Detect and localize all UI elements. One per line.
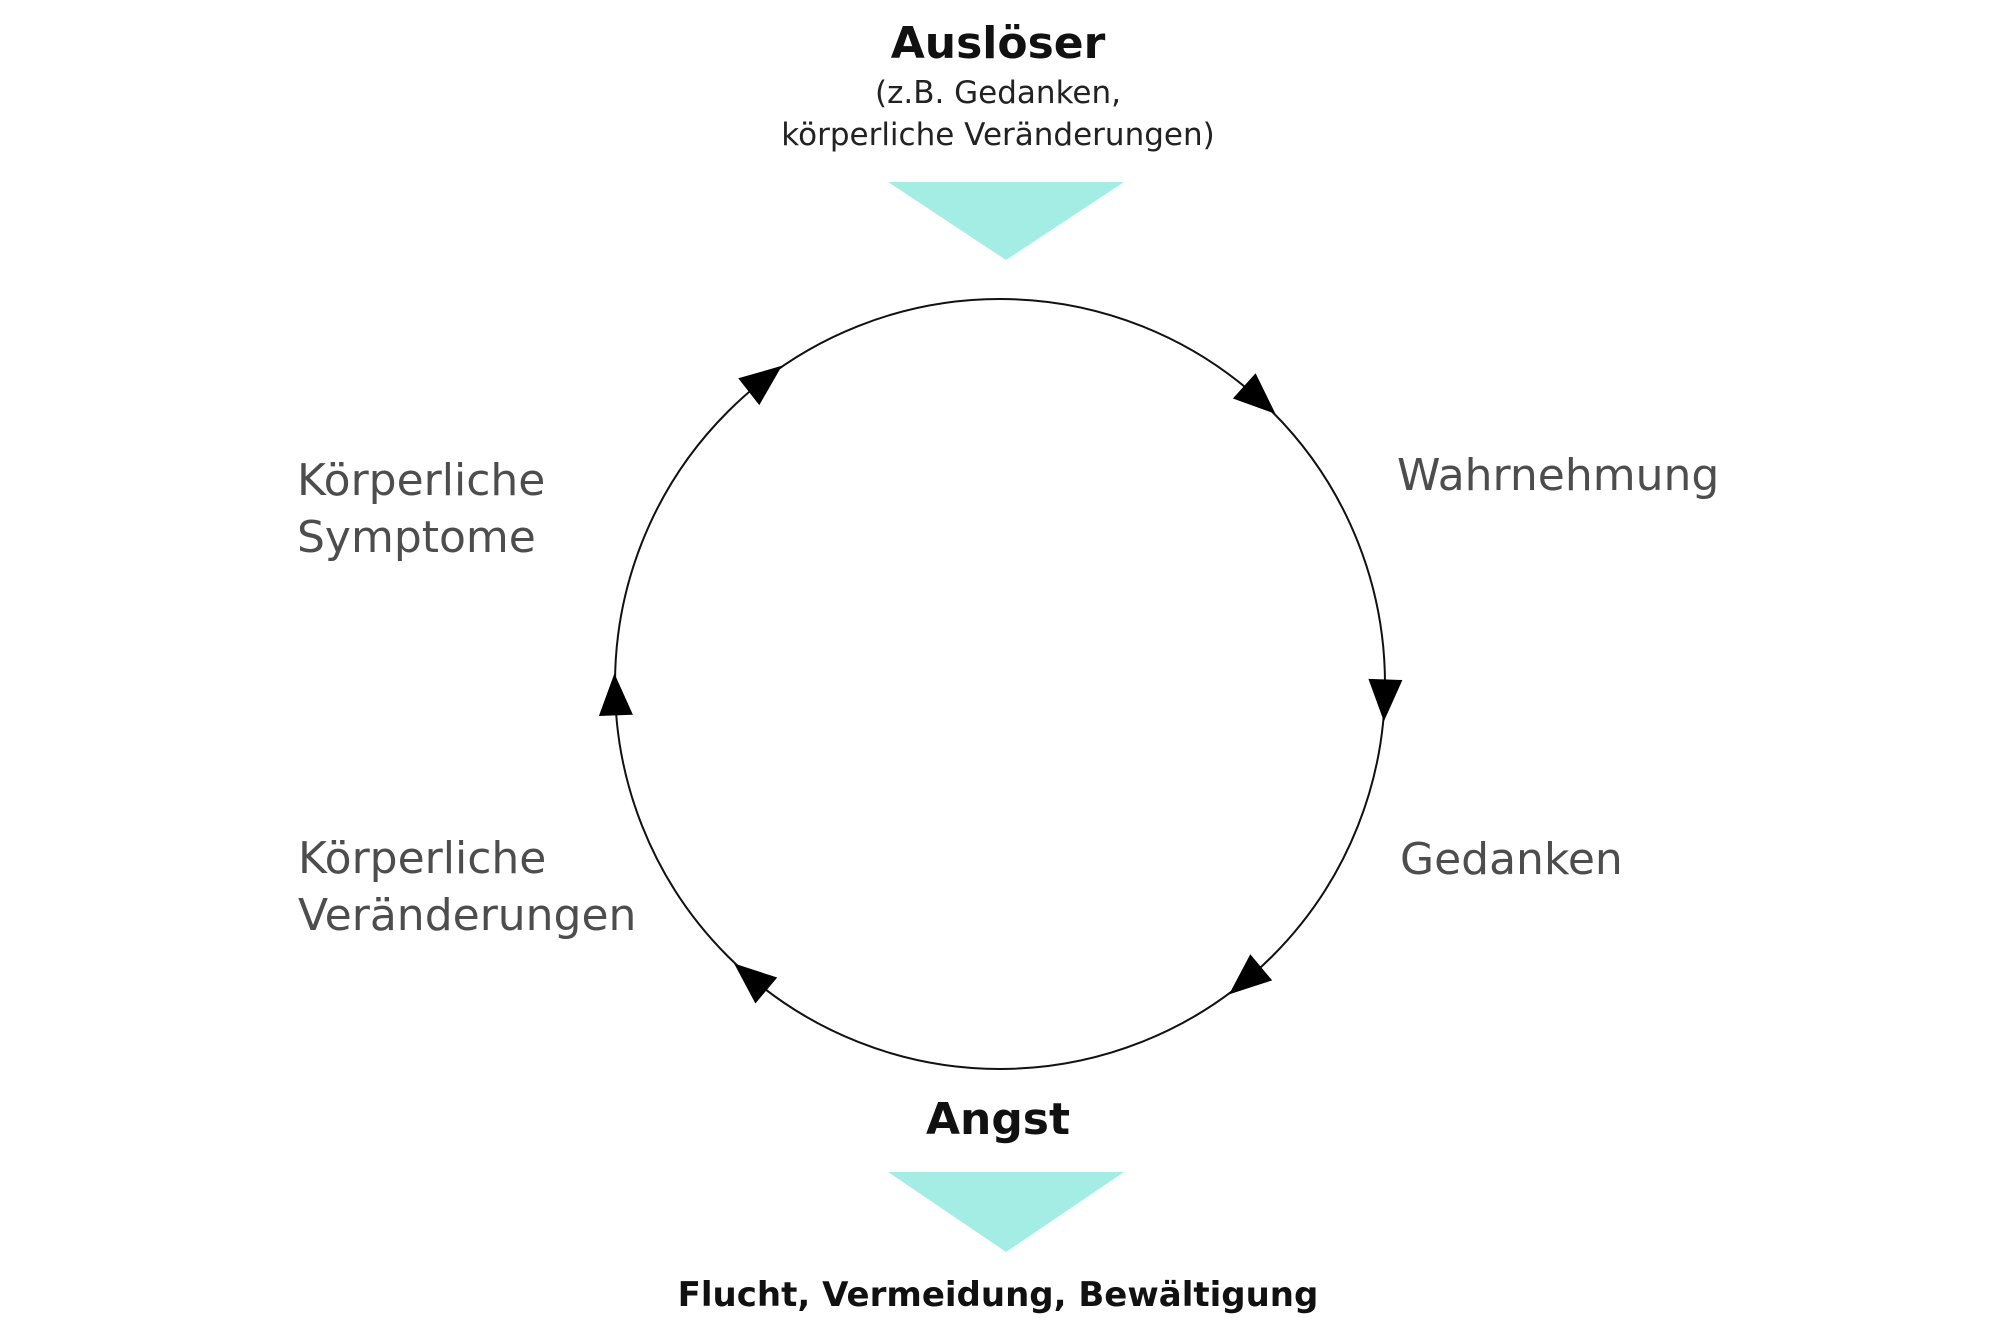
trigger-subtitle-line-1: (z.B. Gedanken, [874, 75, 1122, 111]
stage-koerperliche-symptome-line-2: Symptome [297, 512, 536, 563]
stage-koerperliche-veraenderungen-line-2: Veränderungen [298, 890, 637, 941]
outcome-arrow [888, 1172, 1124, 1252]
cycle-arrowhead [1368, 678, 1403, 722]
stage-koerperliche-veraenderungen: Körperliche Veränderungen [298, 830, 636, 944]
trigger-title: Auslöser [890, 18, 1106, 69]
cycle-arrowhead [734, 963, 778, 1004]
stage-koerperliche-symptome: Körperliche Symptome [297, 452, 545, 566]
stage-wahrnehmung-label: Wahrnehmung [1397, 450, 1720, 501]
cycle-arrowhead [738, 365, 782, 406]
stage-koerperliche-symptome-line-1: Körperliche [297, 455, 546, 506]
cycle-arrowheads [598, 365, 1403, 1004]
stage-angst: Angst [925, 1094, 1071, 1145]
cycle-circle [614, 298, 1386, 1070]
trigger-subtitle-line-2: körperliche Veränderungen) [781, 117, 1215, 153]
stage-wahrnehmung: Wahrnehmung [1397, 447, 1719, 504]
outcome-subtitle: Flucht, Vermeidung, Bewältigung [677, 1275, 1319, 1315]
cycle-arrowhead [1232, 373, 1276, 414]
trigger-arrow [888, 182, 1124, 260]
stage-gedanken-label: Gedanken [1400, 834, 1623, 885]
trigger-subtitle: (z.B. Gedanken, körperliche Veränderunge… [648, 72, 1348, 156]
cycle-arrowhead [1229, 954, 1273, 995]
cycle-arrowhead [598, 673, 633, 716]
stage-koerperliche-veraenderungen-line-1: Körperliche [298, 833, 547, 884]
stage-gedanken: Gedanken [1400, 831, 1623, 888]
